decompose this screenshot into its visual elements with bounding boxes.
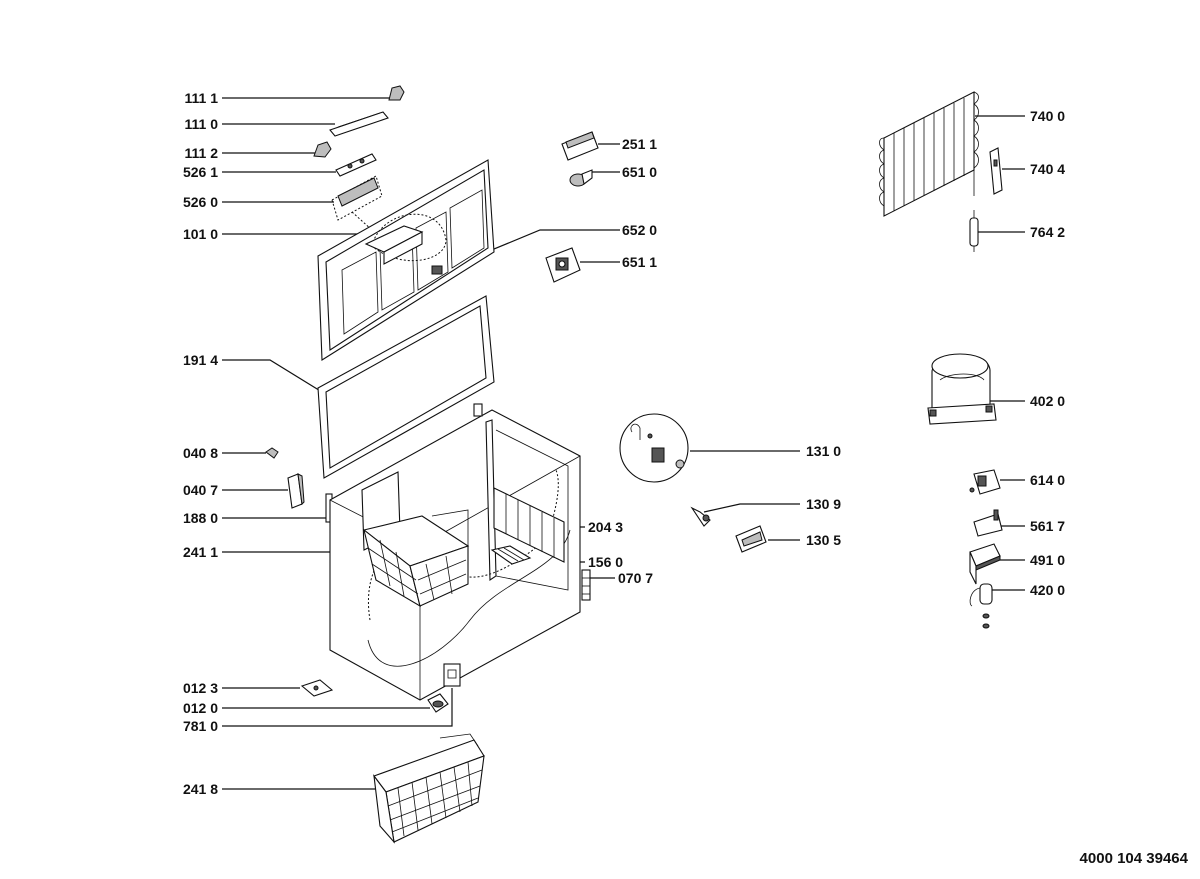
label-402-0: 402 0 — [1030, 393, 1066, 409]
relay-614-0 — [969, 469, 1001, 495]
label-740-0: 740 0 — [1030, 108, 1066, 124]
handle-strip-526-1 — [335, 153, 377, 177]
knob-130-9 — [690, 506, 711, 527]
leader-lines-left — [222, 97, 453, 790]
light-cover-251-1 — [561, 131, 599, 161]
thermostat-detail-131-0 — [619, 413, 689, 483]
lamp-651-0 — [569, 169, 593, 187]
label-651-1: 651 1 — [622, 254, 658, 270]
label-040-8: 040 8 — [182, 445, 218, 461]
label-111-1: 111 1 — [184, 90, 219, 106]
handle-cap-111-1 — [388, 85, 405, 101]
label-251-1: 251 1 — [622, 136, 658, 152]
label-764-2: 764 2 — [1030, 224, 1066, 240]
label-101-0: 101 0 — [182, 226, 218, 242]
foot-012-0 — [427, 693, 449, 713]
label-652-0: 652 0 — [622, 222, 658, 238]
handle-base-526-0 — [331, 175, 383, 231]
bracket-561-7 — [973, 509, 1003, 537]
gasket-191-4 — [317, 295, 495, 479]
cover-491-0 — [969, 543, 1001, 585]
label-614-0: 614 0 — [1030, 472, 1066, 488]
compressor-402-0 — [927, 353, 997, 425]
label-204-3: 204 3 — [588, 519, 624, 535]
foot-012-3 — [300, 679, 334, 697]
label-740-4: 740 4 — [1030, 161, 1066, 177]
clip-040-8 — [265, 447, 279, 459]
label-526-1: 526 1 — [182, 164, 218, 180]
capacitor-420-0 — [969, 583, 993, 629]
bracket-781-0 — [443, 663, 461, 687]
vent-grid-070-7 — [581, 569, 591, 601]
label-420-0: 420 0 — [1030, 582, 1066, 598]
label-130-5: 130 5 — [806, 532, 842, 548]
drier-764-2 — [969, 210, 979, 252]
label-012-0: 012 0 — [182, 700, 218, 716]
condenser-740-0 — [879, 91, 979, 217]
label-130-9: 130 9 — [806, 496, 842, 512]
label-111-0: 111 0 — [184, 116, 219, 132]
label-526-0: 526 0 — [182, 194, 218, 210]
label-191-4: 191 4 — [182, 352, 218, 368]
label-491-0: 491 0 — [1030, 552, 1066, 568]
lamp-holder-651-1 — [545, 247, 581, 283]
label-040-7: 040 7 — [182, 482, 218, 498]
basket-241-8 — [373, 733, 485, 844]
bracket-740-4 — [989, 147, 1003, 195]
label-156-0: 156 0 — [588, 554, 624, 570]
basket-241-1 — [361, 471, 470, 608]
label-651-0: 651 0 — [622, 164, 658, 180]
document-number: 4000 104 39464 — [1079, 850, 1188, 867]
label-561-7: 561 7 — [1030, 518, 1066, 534]
handle-cap-111-2 — [313, 141, 332, 158]
cover-040-7 — [287, 473, 305, 509]
lid-101-0 — [317, 159, 495, 361]
evaporator-panel-204-3 — [493, 487, 565, 563]
label-131-0: 131 0 — [806, 443, 842, 459]
label-241-8: 241 8 — [182, 781, 218, 797]
label-241-1: 241 1 — [182, 544, 218, 560]
label-781-0: 781 0 — [182, 718, 218, 734]
label-070-7: 070 7 — [618, 570, 654, 586]
label-012-3: 012 3 — [182, 680, 218, 696]
handle-111-0 — [329, 111, 389, 137]
label-188-0: 188 0 — [182, 510, 218, 526]
label-111-2: 111 2 — [184, 145, 219, 161]
control-box-130-5 — [735, 525, 767, 553]
drain-grid-156-0 — [490, 545, 532, 565]
